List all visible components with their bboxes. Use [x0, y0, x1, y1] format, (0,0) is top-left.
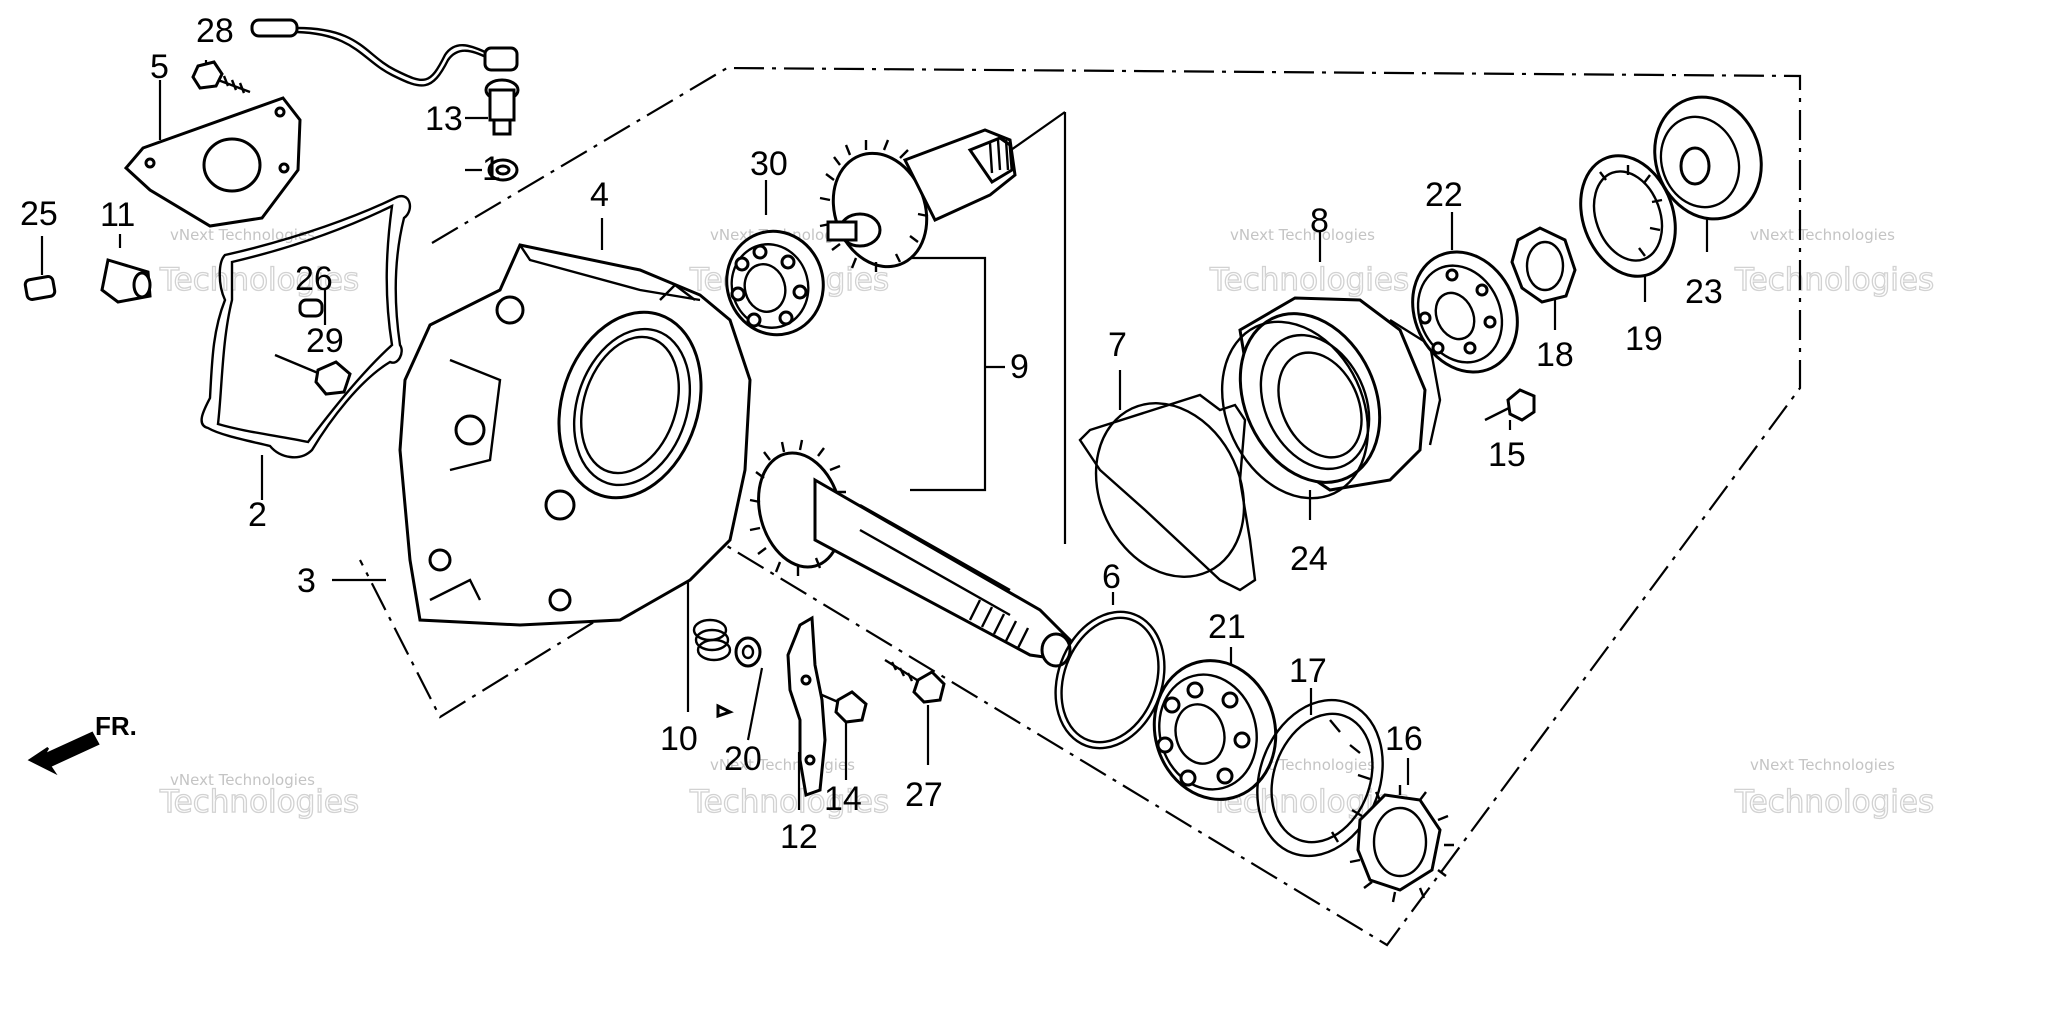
part-number-label: 8 [1310, 202, 1329, 240]
watermark-text: Technologies [689, 784, 889, 820]
part-number-label: 5 [150, 48, 169, 86]
part-number-label: 16 [1385, 720, 1423, 758]
part-number-label: 18 [1536, 336, 1574, 374]
watermarks: vNext Technologies Technologies vNext Te… [158, 226, 1934, 821]
housing-8 [1238, 296, 1442, 492]
screw-28 [191, 60, 251, 94]
part-number-label: 23 [1685, 273, 1723, 311]
part-number-label: 17 [1289, 652, 1327, 690]
watermark-text: Technologies [159, 262, 359, 298]
watermark-text: vNext Technologies [1230, 226, 1375, 244]
bearing-21 [1152, 659, 1278, 801]
part-number-label: 15 [1488, 436, 1526, 474]
lock-ring-17 [1256, 698, 1384, 858]
switch-13 [250, 18, 520, 136]
seal-23 [1653, 95, 1763, 221]
part-number-callouts: 1 2 3 4 5 7 8 9 10 11 12 13 14 15 16 17 … [20, 12, 1723, 856]
part-number-label: 7 [1108, 326, 1127, 364]
part-number-label: 24 [1290, 540, 1328, 578]
part-number-label: 14 [824, 780, 862, 818]
watermark-text: vNext Technologies [1750, 226, 1895, 244]
part-number-label: 3 [297, 562, 316, 600]
part-number-label: 2 [248, 496, 267, 534]
watermark-text: Technologies [1734, 784, 1934, 820]
front-direction-arrow-icon [27, 731, 100, 776]
part-number-label: 19 [1625, 320, 1663, 358]
part-number-label: 22 [1425, 176, 1463, 214]
watermark-text: Technologies [1734, 262, 1934, 298]
gasket-2 [200, 195, 412, 459]
watermark-text: vNext Technologies [170, 771, 315, 789]
part-drawings [23, 18, 1763, 903]
nut-16 [1349, 785, 1454, 903]
nut-18 [1510, 226, 1577, 304]
gasket-7 [1078, 393, 1257, 592]
part-number-label: 26 [295, 260, 333, 298]
part-number-label: 30 [750, 145, 788, 183]
plate-12 [786, 615, 827, 798]
watermark-text: Technologies [159, 784, 359, 820]
o-ring-24 [1220, 320, 1370, 500]
part-number-label: 1 [482, 150, 501, 188]
case-4 [398, 243, 752, 627]
watermark-text: Technologies [1209, 262, 1409, 298]
part-number-label: 12 [780, 818, 818, 856]
spring-10 [692, 618, 734, 719]
watermark-text: vNext Technologies [1750, 756, 1895, 774]
part-number-label: 9 [1010, 348, 1029, 386]
gear-shaft-upper [819, 128, 1017, 272]
watermark-text: vNext Technologies [170, 226, 315, 244]
front-direction-label: FR. [95, 711, 137, 741]
part-number-label: 20 [724, 740, 762, 778]
part-number-label: 27 [905, 776, 943, 814]
bolt-29 [274, 353, 352, 396]
part-number-label: 11 [100, 196, 135, 234]
part-number-label: 29 [306, 322, 344, 360]
bearing-22 [1411, 250, 1519, 374]
bolt-14 [814, 690, 868, 724]
part-number-label: 10 [660, 720, 698, 758]
plate-5 [123, 96, 302, 228]
bolt-27 [884, 658, 946, 704]
collar-11 [100, 258, 152, 304]
lock-ring-19 [1579, 154, 1677, 278]
bearing-30 [725, 229, 825, 337]
bolt-15 [1484, 388, 1536, 422]
part-number-label: 13 [425, 100, 463, 138]
part-number-label: 6 [1102, 558, 1121, 596]
dowel-26 [298, 298, 324, 318]
part-number-label: 4 [590, 176, 609, 214]
gear-shaft-lower [749, 439, 1072, 668]
pin-25 [23, 275, 57, 301]
washer-20 [734, 636, 762, 668]
part-number-label: 25 [20, 195, 58, 233]
part-number-label: 21 [1208, 608, 1246, 646]
part-number-label: 28 [196, 12, 234, 50]
